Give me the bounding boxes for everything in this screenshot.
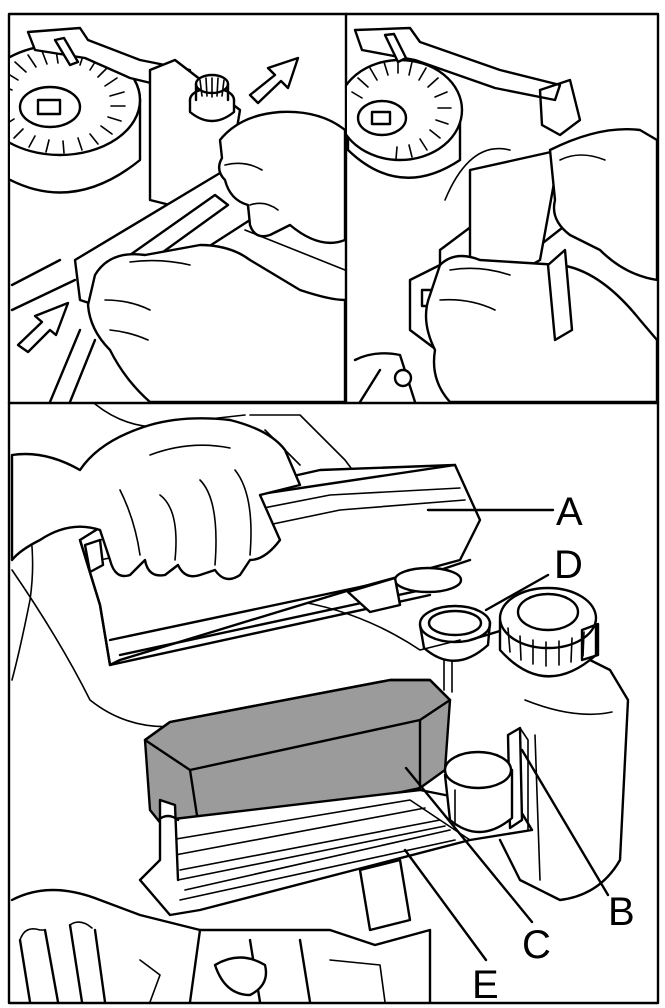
callout-b: B — [608, 890, 635, 934]
callout-c: C — [522, 923, 551, 967]
panel-exploded-view: A D B C E — [12, 404, 635, 1007]
knob — [190, 75, 234, 121]
callout-a: A — [556, 490, 583, 534]
hand — [12, 418, 300, 579]
flywheel — [338, 60, 462, 178]
fuel-tank — [470, 588, 628, 900]
arrow-icon — [250, 58, 298, 103]
breather-cap — [445, 752, 512, 832]
callout-e: E — [472, 963, 499, 1007]
arrow-icon — [18, 303, 68, 352]
panel-remove-cover — [0, 28, 345, 402]
callout-d: D — [554, 543, 583, 587]
hand — [426, 256, 657, 402]
panel-release-cover — [338, 28, 657, 402]
hand — [88, 245, 345, 402]
